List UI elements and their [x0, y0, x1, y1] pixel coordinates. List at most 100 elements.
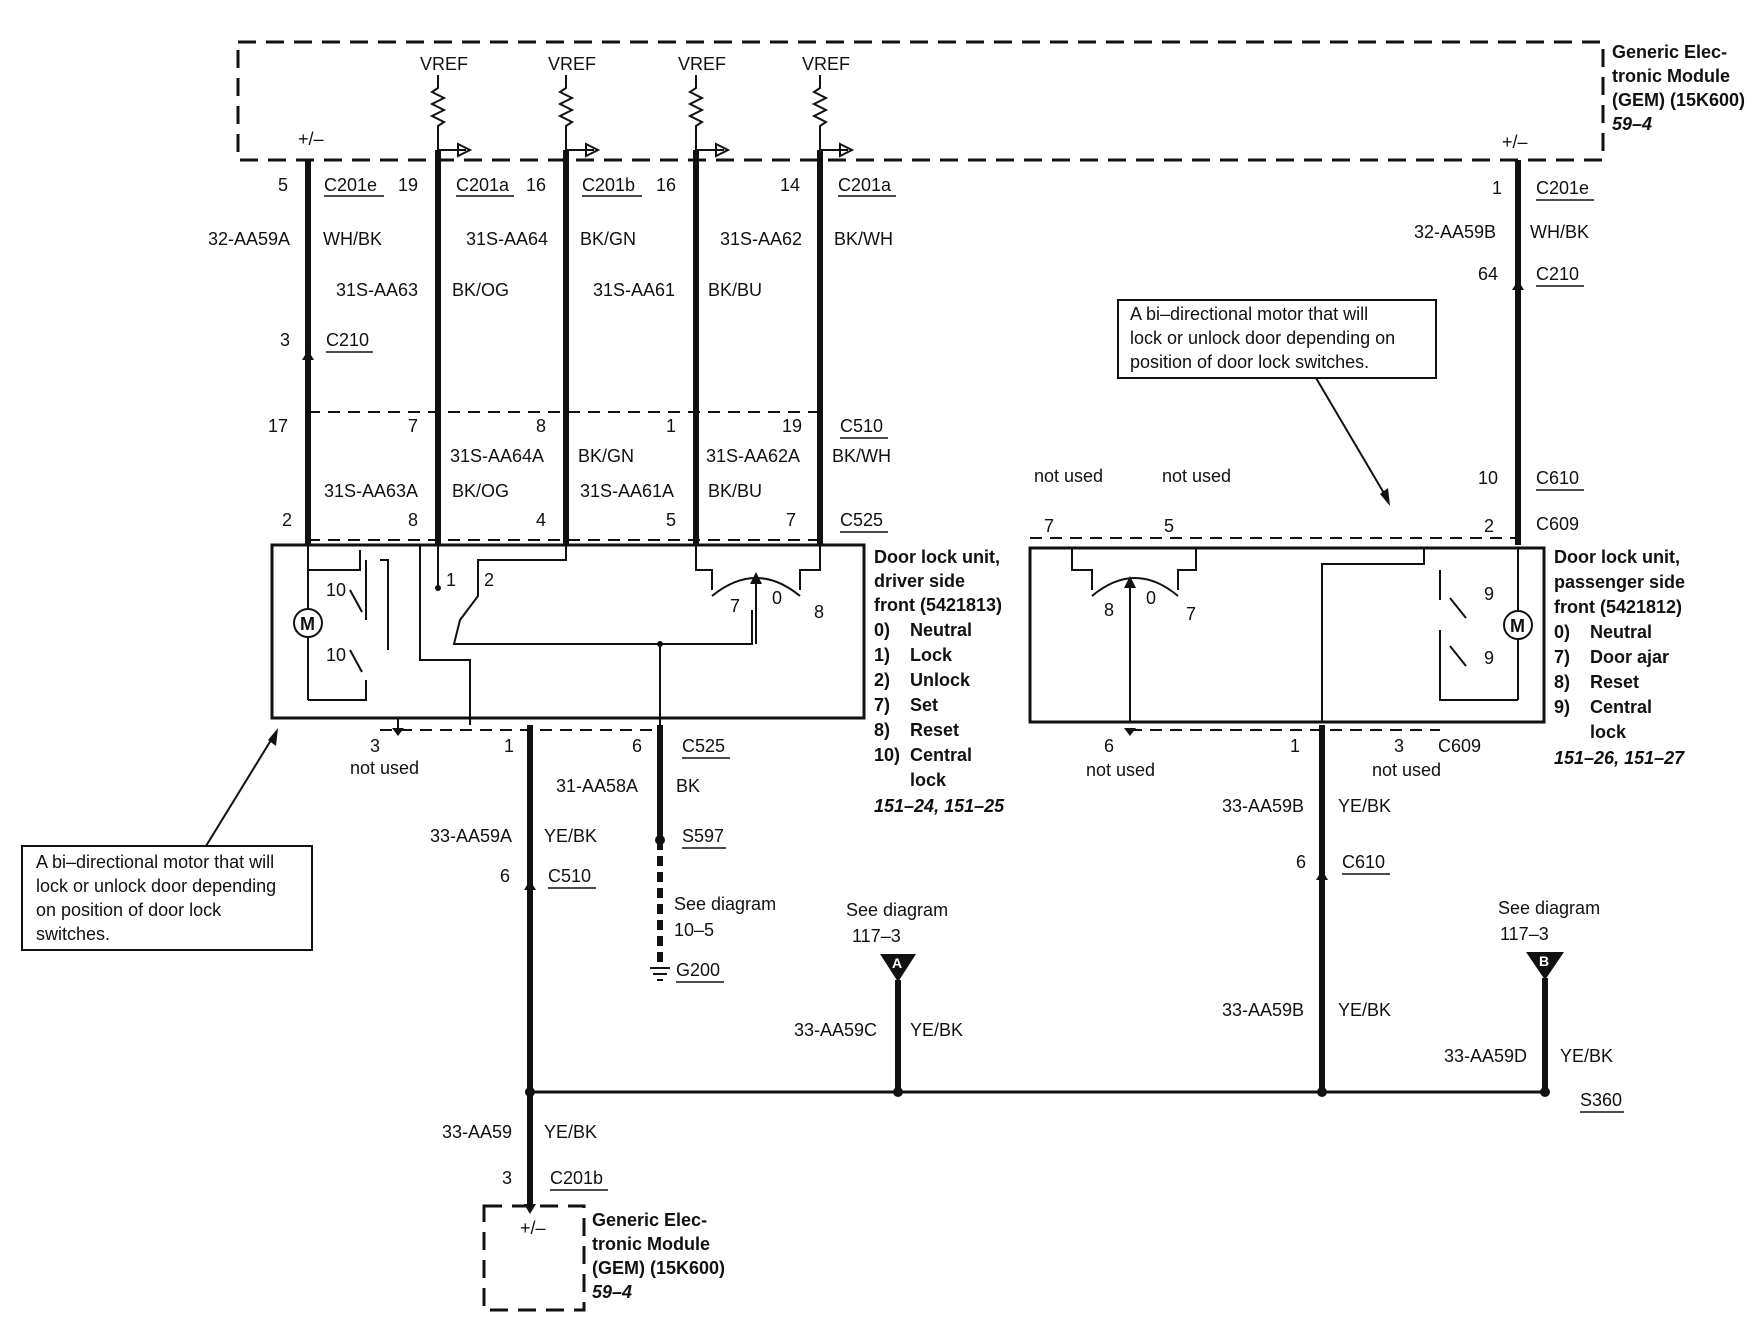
gem-bottom-box	[482, 1204, 586, 1312]
mode-text-1: Lock	[910, 645, 953, 665]
vref-2: VREF	[548, 54, 601, 158]
right-callout-line-2: lock or unlock door depending on	[1130, 328, 1395, 348]
switch-1: 1	[446, 570, 456, 590]
color-ye-bk-c: YE/BK	[910, 1020, 963, 1040]
p-pin6-arrow	[1124, 728, 1136, 736]
mode-num-0: 0)	[874, 620, 890, 640]
reference-b: See diagram 117–3 B 33-AA59D YE/BK	[1444, 898, 1613, 1092]
driver-title-2: driver side	[874, 571, 965, 591]
reference-a: See diagram 117–3 A 33-AA59C YE/BK	[794, 900, 963, 1092]
gem-bottom-title-3: (GEM) (15K600)	[592, 1258, 725, 1278]
color-ye-bk-b1: YE/BK	[1338, 796, 1391, 816]
passenger-ref: 151–26, 151–27	[1554, 748, 1685, 768]
p-switch-7: 7	[1186, 604, 1196, 624]
p-motor-circuit	[1321, 548, 1482, 722]
conn-c201b: C201b	[582, 175, 635, 195]
driver-not-used: not used	[350, 758, 419, 778]
ref-b-see: See diagram	[1498, 898, 1600, 918]
pin-19: 19	[398, 175, 418, 195]
passenger-door-lock-unit: 8 0 7 9 9 M Door lock unit, passenger si…	[1028, 546, 1685, 768]
color-bk-gn-a: BK/GN	[578, 446, 634, 466]
splice-s360: S360	[525, 1087, 1624, 1113]
mode-text-7: Set	[910, 695, 938, 715]
pin-16b: 16	[656, 175, 676, 195]
gem-bottom-ref: 59–4	[592, 1282, 632, 1302]
p-lever-arrow	[1124, 576, 1136, 588]
p-pin-3: 3	[1394, 736, 1404, 756]
ref-a-ref: 117–3	[852, 926, 901, 946]
color-bk-wh-a: BK/WH	[832, 446, 891, 466]
pin-5: 5	[278, 175, 288, 195]
circuit-31s-aa63: 31S-AA63	[336, 280, 418, 300]
left-callout-line-2: lock or unlock door depending	[36, 876, 276, 896]
gem-bottom-title-2: tronic Module	[592, 1234, 710, 1254]
ground-symbol	[650, 967, 670, 981]
left-callout-line-4: switches.	[36, 924, 110, 944]
circuit-33-aa59a: 33-AA59A	[430, 826, 512, 846]
passenger-bottom-wiring: 6 not used 1 3 C609 not used 33-AA59B YE…	[1086, 725, 1481, 1092]
right-pin-7: 7	[1044, 516, 1054, 536]
gem-top-pm-left: +/–	[298, 129, 324, 149]
right-callout-line-1: A bi–directional motor that will	[1130, 304, 1368, 324]
driver-title-1: Door lock unit,	[874, 547, 1000, 567]
c525-pin-8: 8	[408, 510, 418, 530]
conn-c201a-1: C201a	[456, 175, 510, 195]
right-conn-c210: C210	[1536, 264, 1579, 284]
conn-c201a-2: C201a	[838, 175, 892, 195]
switch-8: 8	[814, 602, 824, 622]
color-ye-bk-b2: YE/BK	[1338, 1000, 1391, 1020]
color-bk: BK	[676, 776, 700, 796]
right-pin-2: 2	[1484, 516, 1494, 536]
left-callout-arrowhead	[268, 728, 278, 746]
splice-dot-2	[893, 1087, 903, 1097]
circuit-33-aa59: 33-AA59	[442, 1122, 512, 1142]
right-callout: A bi–directional motor that will lock or…	[1117, 299, 1437, 506]
p-mode-text-7: Door ajar	[1590, 647, 1669, 667]
see-ref-gnd: 10–5	[674, 920, 714, 940]
p-switch-9	[1449, 597, 1467, 667]
c510-label: C510	[840, 416, 883, 436]
color-bk-bu-a: BK/BU	[708, 481, 762, 501]
vref-resistor-3	[687, 75, 705, 150]
vref-resistor-2	[557, 75, 575, 150]
passenger-unit-box	[1028, 546, 1546, 724]
gem-top-title-1: Generic Elec-	[1612, 42, 1727, 62]
circuit-31-aa58a: 31-AA58A	[556, 776, 638, 796]
circuit-31s-aa61: 31S-AA61	[593, 280, 675, 300]
mode-text-2: Unlock	[910, 670, 971, 690]
driver-unit-box	[270, 543, 866, 720]
c210-right-arrow	[1512, 280, 1524, 290]
left-callout-line-1: A bi–directional motor that will	[36, 852, 274, 872]
vref-switch-1	[438, 142, 473, 158]
gem-module-top-box	[236, 40, 1605, 162]
gem-bottom-pm: +/–	[520, 1218, 546, 1238]
p-set-reset-leads	[1071, 548, 1197, 590]
driver-pin-3: 3	[370, 736, 380, 756]
lever-arrow	[750, 572, 762, 584]
left-callout-box	[21, 845, 313, 951]
circuit-31s-aa64: 31S-AA64	[466, 229, 548, 249]
left-callout: A bi–directional motor that will lock or…	[21, 728, 313, 951]
circuit-31s-aa61a: 31S-AA61A	[580, 481, 674, 501]
passenger-title-3: front (5421812)	[1554, 597, 1682, 617]
right-callout-arrow-line	[1315, 377, 1389, 501]
p-pin-6: 6	[1104, 736, 1114, 756]
color-bk-gn: BK/GN	[580, 229, 636, 249]
ref-b-triangle	[1526, 952, 1564, 980]
p-switch-8: 8	[1104, 600, 1114, 620]
not-used-top-2: not used	[1162, 466, 1231, 486]
vref-switch-3	[696, 142, 731, 158]
vref-4: VREF	[802, 54, 855, 158]
mode-text-0: Neutral	[910, 620, 972, 640]
color-wh-bk: WH/BK	[323, 229, 382, 249]
p-mode-text-8: Reset	[1590, 672, 1639, 692]
right-pin-10: 10	[1478, 468, 1498, 488]
color-bk-wh: BK/WH	[834, 229, 893, 249]
ground-g200: G200	[676, 960, 720, 980]
c525-pin-4: 4	[536, 510, 546, 530]
vref-switch-2	[566, 142, 601, 158]
gem-bottom-title-1: Generic Elec-	[592, 1210, 707, 1230]
set-reset-leads	[695, 545, 821, 590]
circuit-33-aa59b-2: 33-AA59B	[1222, 1000, 1304, 1020]
splice-dot-1	[525, 1087, 535, 1097]
